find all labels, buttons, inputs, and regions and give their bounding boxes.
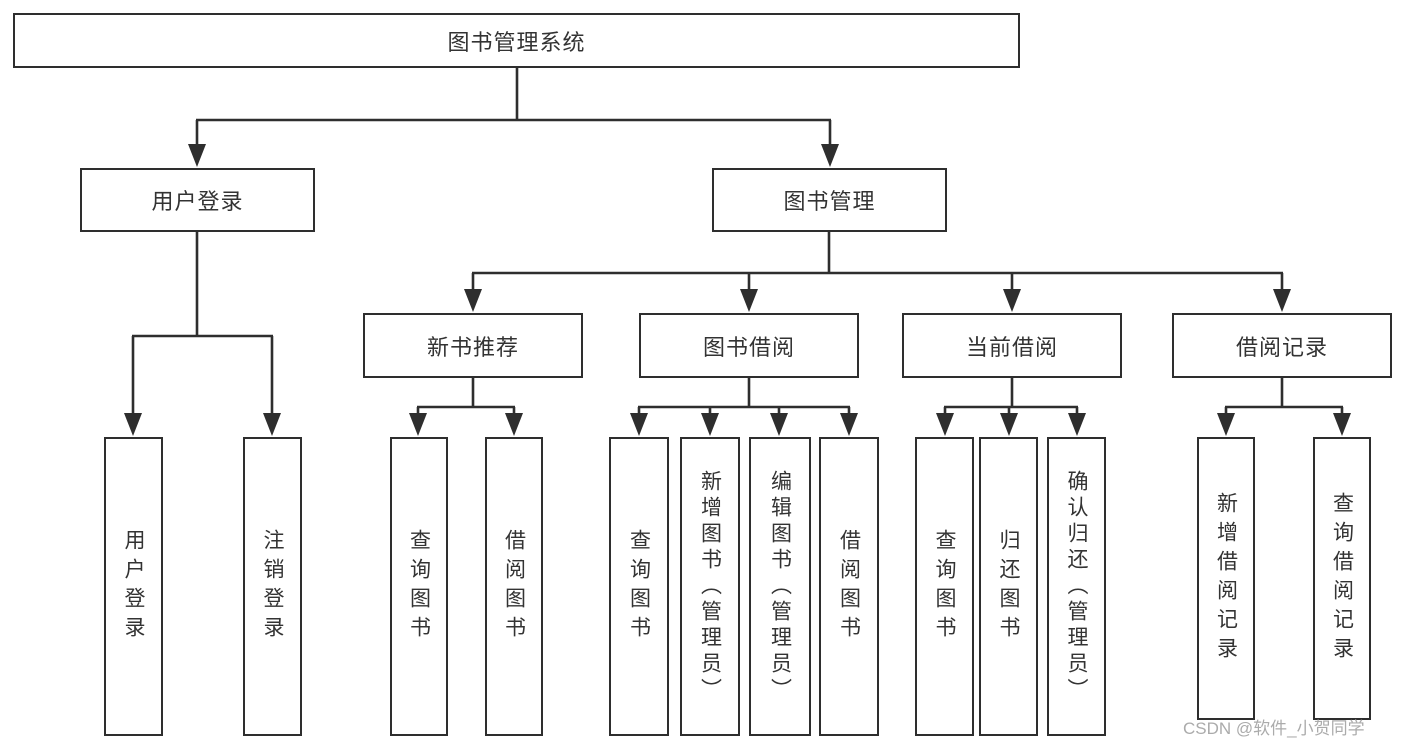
leaf-user-login: 用户登录: [104, 437, 163, 736]
node-book-borrow-label: 图书借阅: [702, 334, 795, 360]
leaf-user-login-label: 用户登录: [122, 528, 145, 645]
leaf-query-book-recommend: 查询图书: [390, 437, 448, 736]
node-borrow-record: 借阅记录: [1172, 313, 1392, 378]
leaf-add-borrow-record-label: 新增借阅记录: [1214, 491, 1238, 666]
node-book-management: 图书管理: [712, 168, 947, 232]
leaf-query-borrow-record-label: 查询借阅记录: [1330, 491, 1354, 666]
leaf-query-book-borrow: 查询图书: [609, 437, 669, 736]
leaf-borrow-book-borrow: 借阅图书: [819, 437, 879, 736]
node-current-borrow: 当前借阅: [902, 313, 1122, 378]
leaf-add-book-admin-label: 新增图书（管理员）: [698, 469, 722, 704]
node-new-book-recommend: 新书推荐: [363, 313, 583, 378]
leaf-add-book-admin: 新增图书（管理员）: [680, 437, 740, 736]
node-book-management-label: 图书管理: [783, 189, 876, 214]
node-book-borrow: 图书借阅: [639, 313, 859, 378]
leaf-edit-book-admin-label: 编辑图书（管理员）: [768, 469, 792, 704]
leaf-add-borrow-record: 新增借阅记录: [1197, 437, 1255, 720]
node-root: 图书管理系统: [13, 13, 1020, 68]
connector-lines: [131, 68, 1344, 417]
node-root-label: 图书管理系统: [447, 29, 586, 55]
node-user-login: 用户登录: [80, 168, 315, 232]
leaf-borrow-book-recommend-label: 借阅图书: [502, 528, 526, 645]
leaf-query-book-current: 查询图书: [915, 437, 974, 736]
leaf-confirm-return-admin: 确认归还（管理员）: [1047, 437, 1106, 736]
leaf-edit-book-admin: 编辑图书（管理员）: [749, 437, 811, 736]
node-new-book-recommend-label: 新书推荐: [426, 334, 519, 360]
csdn-watermark: CSDN @软件_小贺同学: [1183, 719, 1365, 738]
node-borrow-record-label: 借阅记录: [1235, 334, 1328, 360]
leaf-query-book-recommend-label: 查询图书: [407, 528, 431, 645]
leaf-return-book-label: 归还图书: [997, 528, 1020, 645]
leaf-query-book-current-label: 查询图书: [933, 528, 956, 645]
leaf-query-borrow-record: 查询借阅记录: [1313, 437, 1371, 720]
arrowheads: [124, 144, 1351, 436]
node-current-borrow-label: 当前借阅: [965, 334, 1058, 360]
leaf-query-book-borrow-label: 查询图书: [627, 528, 651, 645]
leaf-logout: 注销登录: [243, 437, 302, 736]
node-user-login-label: 用户登录: [151, 189, 244, 214]
leaf-logout-label: 注销登录: [261, 528, 284, 645]
leaf-borrow-book-borrow-label: 借阅图书: [837, 528, 861, 645]
leaf-return-book: 归还图书: [979, 437, 1038, 736]
leaf-confirm-return-admin-label: 确认归还（管理员）: [1065, 469, 1088, 704]
leaf-borrow-book-recommend: 借阅图书: [485, 437, 543, 736]
